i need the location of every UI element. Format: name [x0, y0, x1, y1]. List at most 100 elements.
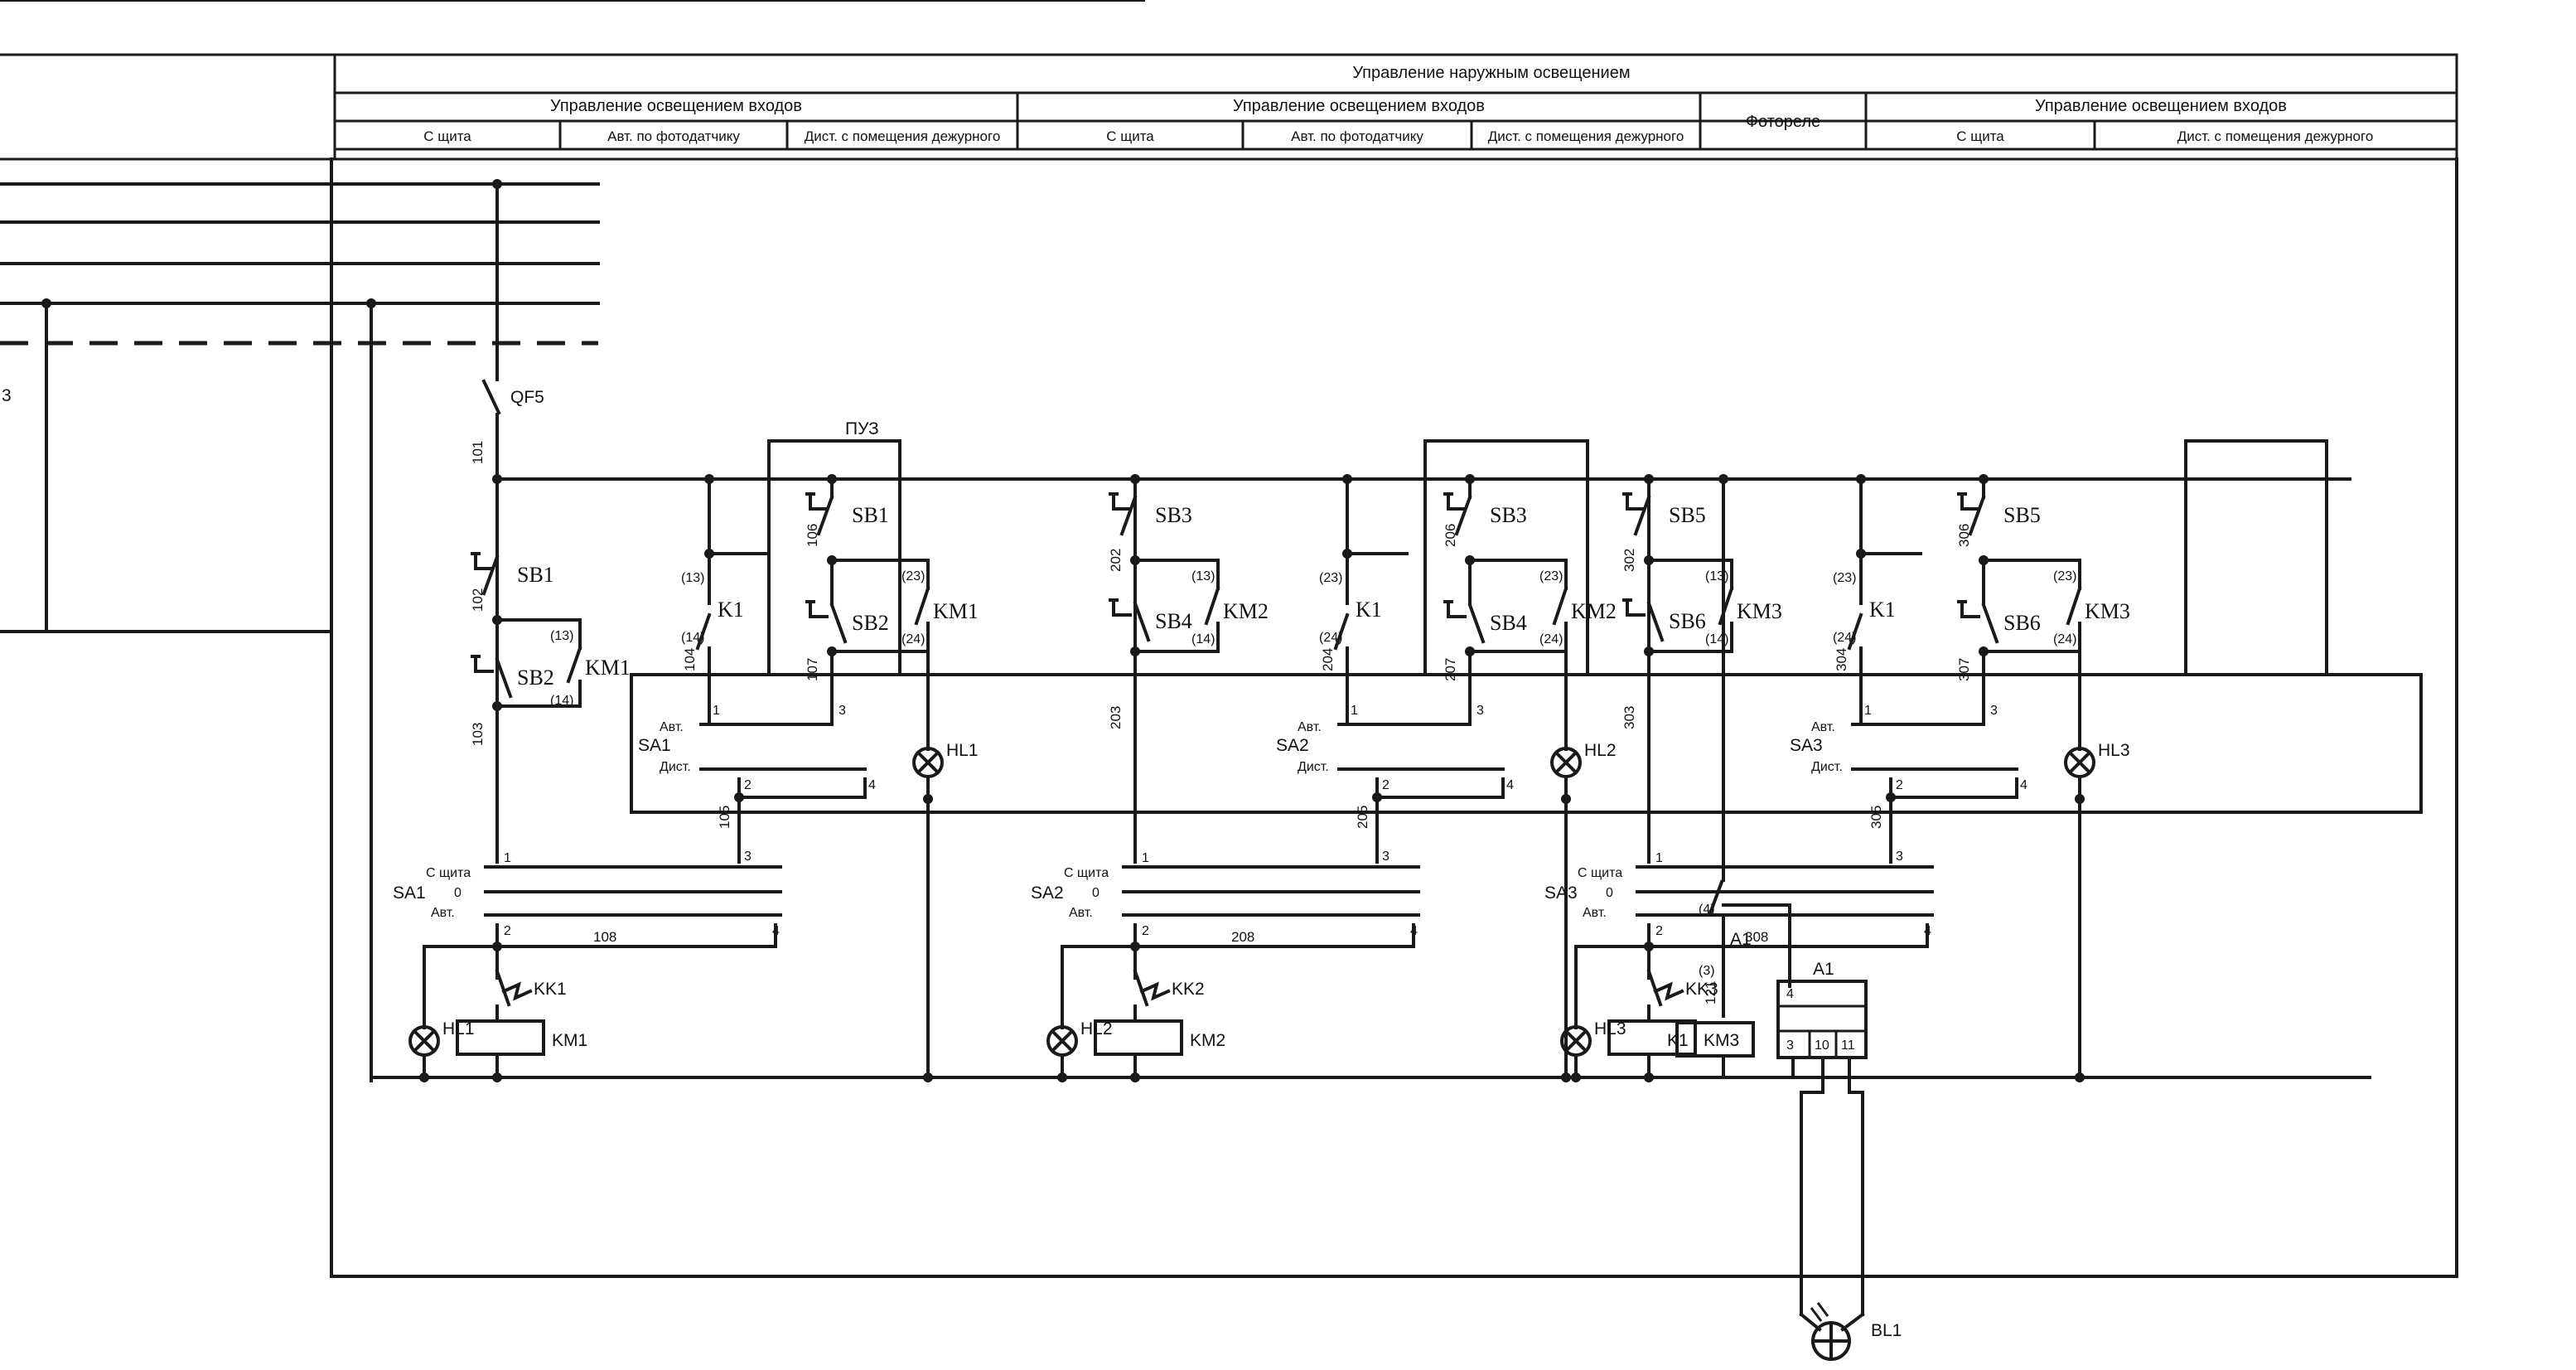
k1-term-out: (24) — [1833, 631, 1856, 645]
sa-pos-auto: Авт. — [1298, 720, 1322, 734]
photo-a1-contact: A1 — [1730, 930, 1752, 949]
node — [1979, 555, 1989, 565]
sa-term4: 4 — [868, 778, 876, 792]
sa-pos-auto-main: Авт. — [1069, 906, 1093, 920]
lamp-remote-label: HL1 — [946, 741, 979, 760]
btn-off-shield-actuator — [474, 655, 494, 673]
k1-term-out: (24) — [1319, 631, 1342, 645]
btn-on-remote-actuator — [1960, 492, 1980, 511]
k1-contact-blade — [695, 612, 712, 651]
k1-contact-blade — [1847, 612, 1863, 651]
k1-node — [1856, 474, 1866, 484]
wire-r2: 307 — [1956, 658, 1972, 681]
wire-btn: 202 — [1108, 549, 1124, 572]
remote-hold-24: (24) — [1539, 632, 1563, 646]
breaker-qf5: QF5 — [481, 179, 2351, 864]
sa-auto-term3: 3 — [1990, 704, 1998, 718]
lamp-remote-x2 — [2067, 750, 2092, 775]
coil-km — [1607, 1019, 1697, 1056]
kk-symbol — [501, 981, 533, 1001]
btn-on-shield-label: SB5 — [1669, 503, 1706, 527]
coil-label: KM2 — [1190, 1031, 1225, 1050]
sa-pos-auto: Авт. — [660, 720, 684, 734]
sa-auto-term1: 1 — [1864, 704, 1872, 718]
k1-term-out: (14) — [681, 631, 704, 645]
a1-term-11: 11 — [1841, 1038, 1855, 1053]
wire-btn: 302 — [1621, 549, 1637, 572]
header-group-3: Управление освещением входов — [2035, 97, 2287, 115]
btn-on-shield-blade — [481, 554, 500, 596]
km-hold-13: (13) — [1191, 569, 1215, 583]
lamp-remote-x2 — [916, 750, 940, 775]
remote-hold-24: (24) — [2053, 632, 2076, 646]
power-buses: 3 — [0, 182, 600, 405]
sa-pos-auto: Авт. — [1811, 720, 1835, 734]
puz-box: ПУЗ — [630, 419, 2423, 814]
photo-c3: (3) — [1699, 964, 1715, 978]
remote-hold-blade — [2066, 586, 2082, 626]
sa-pos-zero: 0 — [1606, 886, 1613, 900]
wire-102: 102 — [470, 588, 486, 612]
header-group-1: Управление освещением входов — [550, 97, 802, 115]
sa-term3-low: 3 — [1382, 850, 1389, 864]
puz-label: ПУЗ — [845, 419, 879, 438]
btn-off-remote-actuator — [1447, 600, 1467, 618]
lamp-remote-x2 — [1554, 750, 1578, 775]
lamp-shield-label: HL3 — [1594, 1019, 1626, 1038]
a1-term-10: 10 — [1815, 1038, 1829, 1053]
sa-pos-remote: Дист. — [1298, 760, 1329, 774]
col-5: Авт. по фотодатчику — [1291, 128, 1423, 144]
lamp-shield-x2 — [412, 1029, 437, 1053]
btn-off-shield-actuator — [1112, 598, 1132, 617]
remote-node — [827, 474, 837, 484]
wire-sa: 205 — [1355, 806, 1370, 829]
node — [1465, 646, 1475, 656]
edge-label: 3 — [2, 386, 12, 405]
node — [492, 615, 502, 625]
header-photorelay: Фотореле — [1746, 113, 1820, 131]
circuit-3: (23)(24)K13041SB5SB6(23)(24)KM33063073Ав… — [0, 0, 2130, 1082]
lamp-shield-x2 — [1563, 1029, 1588, 1053]
remote-node — [1979, 474, 1989, 484]
k1-label: K1 — [1356, 598, 1382, 622]
sa-label-upper: SA1 — [638, 736, 671, 755]
sa-term3-low: 3 — [1896, 850, 1903, 864]
remote-hold-24: (24) — [901, 632, 925, 646]
node — [2075, 794, 2085, 804]
sa-main-label: SA3 — [1544, 883, 1578, 903]
btn-on-shield-label: SB1 — [517, 563, 554, 587]
k1-node — [704, 474, 714, 484]
header-table: Управление наружным освещением Управлени… — [0, 53, 2458, 161]
btn-on-shield-label: SB3 — [1155, 503, 1192, 527]
sa-label-upper: SA3 — [1790, 736, 1823, 755]
wire-sa: 305 — [1868, 806, 1884, 829]
km-hold-label: KM2 — [1223, 599, 1269, 623]
btn-off-remote-blade — [829, 603, 848, 644]
remote-hold-label: KM2 — [1571, 599, 1617, 623]
kk-blade — [495, 969, 511, 1007]
node — [492, 701, 502, 711]
photo-c4: (4) — [1699, 903, 1715, 917]
node — [1561, 794, 1571, 804]
node — [1979, 646, 1989, 656]
col-8: Дист. с помещения дежурного — [2177, 128, 2374, 144]
k1-node — [1342, 474, 1352, 484]
btn-off-shield-blade — [1646, 601, 1665, 642]
kk-blade — [1646, 969, 1663, 1007]
k1-contact-blade — [1333, 612, 1350, 651]
btn-off-shield-blade — [1133, 601, 1151, 642]
col-7: С щита — [1956, 128, 2004, 144]
header-title: Управление наружным освещением — [1352, 64, 1630, 82]
lamp-shield-x2 — [1050, 1029, 1075, 1053]
sa-main-term2: 2 — [1142, 924, 1149, 938]
node — [1465, 555, 1475, 565]
btn-on-remote-blade — [1968, 495, 1986, 536]
sa-term3-low: 3 — [744, 850, 752, 864]
sa-pos-zero: 0 — [454, 886, 462, 900]
col-1: С щита — [423, 128, 471, 144]
kk-symbol — [1653, 981, 1684, 1001]
remote-hold-23: (23) — [1539, 569, 1563, 583]
sa-term4: 4 — [1506, 778, 1514, 792]
k1-term-in: (23) — [1833, 571, 1856, 585]
